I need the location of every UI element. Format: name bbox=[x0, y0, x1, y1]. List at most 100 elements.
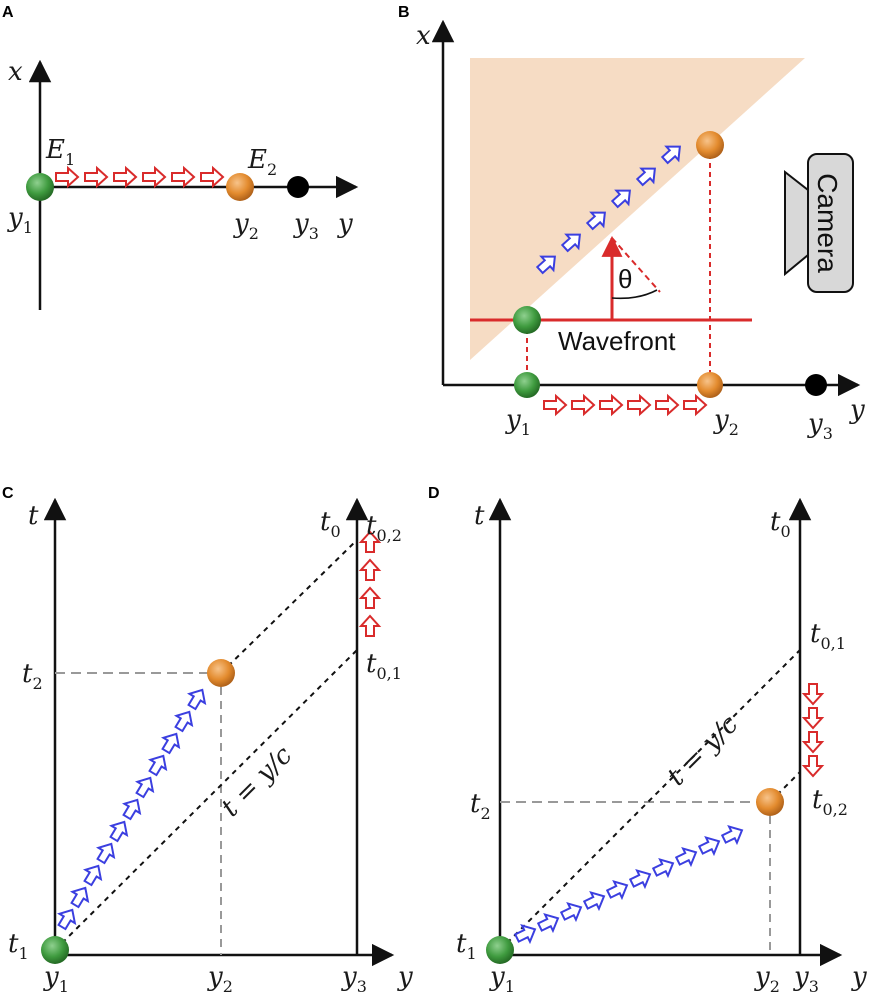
panel-a-y-label: y bbox=[337, 209, 353, 239]
panel-b-wavefront-label: Wavefront bbox=[558, 326, 676, 356]
panel-d-blue-arrows bbox=[513, 824, 744, 945]
blue-arrow-icon bbox=[95, 842, 116, 865]
red-arrow-icon bbox=[655, 393, 680, 417]
panel-b-emitter-e2 bbox=[696, 131, 724, 159]
panel-c-event-e2 bbox=[207, 659, 235, 687]
panel-b-blue-arrows bbox=[535, 145, 681, 275]
red-arrow-icon bbox=[171, 165, 196, 189]
red-arrow-icon bbox=[200, 165, 225, 189]
panel-d-t01-label: t0,1 bbox=[810, 619, 846, 653]
panel-a-red-arrows bbox=[55, 165, 225, 189]
panel-b-y1-label: y1 bbox=[505, 405, 531, 439]
panel-c-t0-label: t0 bbox=[320, 507, 341, 541]
blue-arrow-icon bbox=[582, 890, 606, 912]
panel-d-light-cone-upper bbox=[499, 649, 801, 951]
panel-d-y3-label: y3 bbox=[793, 962, 819, 996]
blue-arrow-icon bbox=[173, 710, 194, 733]
panel-c-blue-arrows bbox=[56, 688, 207, 931]
panel-c-t-label: t bbox=[28, 501, 39, 531]
panel-d-t2-label: t2 bbox=[470, 789, 491, 823]
blue-arrow-icon bbox=[121, 798, 142, 821]
panel-c-y3-label: y3 bbox=[341, 962, 367, 996]
blue-arrow-icon bbox=[108, 820, 129, 843]
panel-b-x-label: x bbox=[416, 21, 431, 51]
panel-c-light-cone-upper bbox=[220, 539, 358, 674]
panel-c-t02-label: t0,2 bbox=[366, 511, 402, 545]
red-arrow-icon bbox=[358, 586, 382, 609]
blue-arrow-icon bbox=[720, 824, 744, 846]
blue-arrow-icon bbox=[134, 776, 155, 799]
panel-b-y3-label: y3 bbox=[807, 409, 833, 443]
blue-arrow-icon bbox=[560, 233, 581, 253]
panel-d-event-e2 bbox=[756, 788, 784, 816]
panel-c-event-e1 bbox=[41, 936, 69, 964]
blue-arrow-icon bbox=[147, 754, 168, 777]
blue-arrow-icon bbox=[585, 211, 606, 231]
panel-a-label: A bbox=[2, 4, 14, 21]
panel-a-emitter-y2 bbox=[226, 173, 254, 201]
panel-a-e1-label: E1 bbox=[45, 135, 75, 169]
panel-c-t1-label: t1 bbox=[8, 929, 29, 963]
blue-arrow-icon bbox=[69, 886, 90, 909]
panel-c-light-cone-lower bbox=[54, 649, 358, 951]
panel-a-emitter-y1 bbox=[26, 173, 54, 201]
panel-b-label: B bbox=[398, 4, 410, 21]
camera-icon: Camera bbox=[784, 153, 854, 293]
panel-d-y1-label: y1 bbox=[489, 962, 515, 996]
blue-arrow-icon bbox=[82, 864, 103, 887]
panel-c-label: C bbox=[2, 485, 14, 502]
panel-c-t01-label: t0,1 bbox=[366, 649, 402, 683]
panel-a-y3-label: y3 bbox=[293, 209, 319, 243]
panel-d-relation: t = y/c bbox=[662, 709, 745, 792]
panel-a-e2-label: E2 bbox=[247, 145, 277, 179]
red-arrow-icon bbox=[571, 393, 596, 417]
red-arrow-icon bbox=[543, 393, 568, 417]
red-arrow-icon bbox=[801, 731, 825, 754]
red-arrow-icon bbox=[801, 683, 825, 706]
panel-d-t-label: t bbox=[474, 501, 485, 531]
panel-d-light-cone-lower bbox=[769, 771, 801, 803]
panel-d: D t y t = y/c t bbox=[428, 485, 867, 996]
panel-b-y-label: y bbox=[849, 395, 865, 425]
blue-arrow-icon bbox=[186, 688, 207, 711]
red-arrow-icon bbox=[358, 614, 382, 637]
panel-a-point-y3 bbox=[287, 176, 309, 198]
panel-c-relation: t = y/c bbox=[216, 740, 299, 823]
panel-b-position-y2 bbox=[697, 372, 723, 398]
blue-arrow-icon bbox=[628, 868, 652, 890]
panel-d-t1-label: t1 bbox=[456, 929, 477, 963]
blue-arrow-icon bbox=[536, 912, 560, 934]
red-arrow-icon bbox=[358, 558, 382, 581]
panel-d-y2-label: y2 bbox=[754, 962, 780, 996]
blue-arrow-icon bbox=[635, 167, 656, 187]
panel-b-position-y1 bbox=[514, 372, 540, 398]
red-arrow-icon bbox=[801, 707, 825, 730]
panel-b: B x y θ Wavefront bbox=[398, 4, 865, 443]
red-arrow-icon bbox=[358, 530, 382, 553]
panel-c-y-label: y bbox=[397, 962, 413, 992]
blue-arrow-icon bbox=[559, 901, 583, 923]
blue-arrow-icon bbox=[651, 857, 675, 879]
camera-label: Camera bbox=[812, 173, 843, 273]
panel-b-emitter-e1 bbox=[513, 306, 541, 334]
panel-d-label: D bbox=[428, 485, 440, 502]
blue-arrow-icon bbox=[160, 732, 181, 755]
panel-b-position-y3 bbox=[805, 374, 827, 396]
red-arrow-icon bbox=[599, 393, 624, 417]
panel-a-y1-label: y1 bbox=[7, 203, 33, 237]
panel-b-theta-arc bbox=[611, 289, 658, 300]
blue-arrow-icon bbox=[605, 879, 629, 901]
panel-b-theta: θ bbox=[618, 264, 632, 294]
panel-d-y-label: y bbox=[851, 962, 867, 992]
panel-a-x-label: x bbox=[8, 57, 23, 87]
red-arrow-icon bbox=[84, 165, 109, 189]
panel-b-wavefront-region bbox=[470, 58, 805, 360]
panel-c-t2-label: t2 bbox=[22, 659, 43, 693]
panel-c: C t y t = y/c bbox=[2, 485, 413, 996]
blue-arrow-icon bbox=[56, 908, 77, 931]
red-arrow-icon bbox=[113, 165, 138, 189]
panel-d-event-e1 bbox=[486, 936, 514, 964]
blue-arrow-icon bbox=[610, 189, 631, 209]
blue-arrow-icon bbox=[660, 145, 681, 165]
